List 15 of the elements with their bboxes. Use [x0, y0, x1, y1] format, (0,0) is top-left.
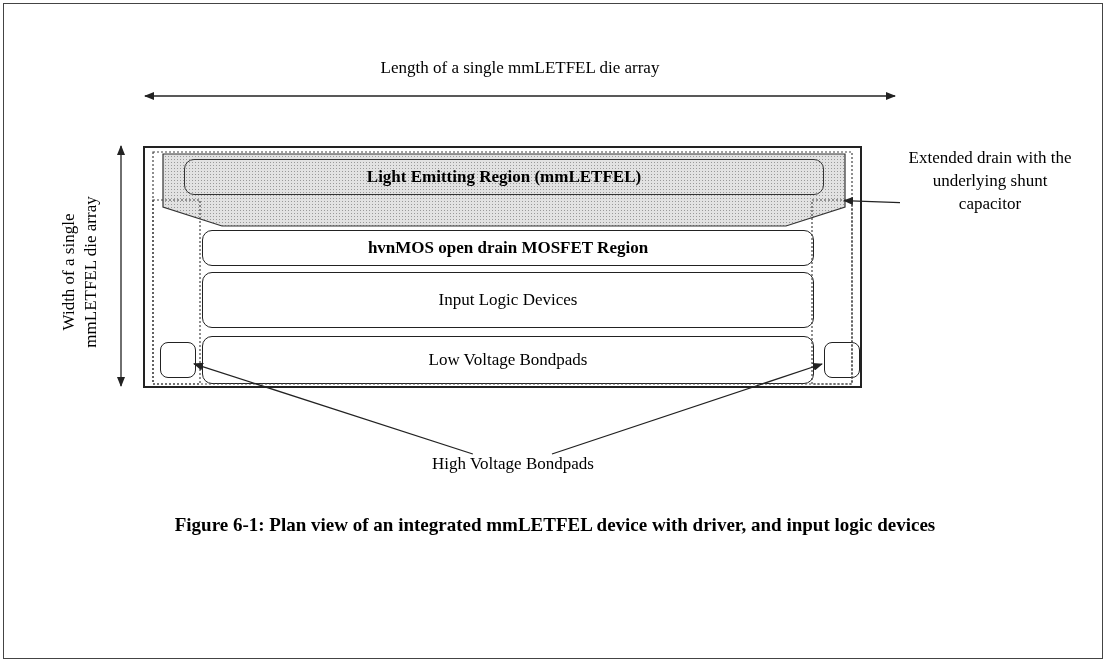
region-box: Light Emitting Region (mmLETFEL) [184, 159, 824, 195]
bondpad [160, 342, 196, 378]
leader-line [193, 362, 474, 455]
leader-line [551, 363, 823, 455]
callout-text: High Voltage Bondpads [388, 454, 638, 480]
region-box: hvnMOS open drain MOSFET Region [202, 230, 814, 266]
region-box: Input Logic Devices [202, 272, 814, 328]
region-box: Low Voltage Bondpads [202, 336, 814, 384]
annotation-text: Extended drain with the underlying shunt capacitor [900, 146, 1080, 266]
dimension-label: Length of a single mmLETFEL die array [379, 58, 661, 78]
dimension-label: Width of a single mmLETFEL die array [58, 195, 101, 350]
figure-caption: Figure 6-1: Plan view of an integrated mmLETFEL device with driver, and input logic devices [173, 513, 937, 537]
extended-drain-region [162, 153, 846, 227]
bondpad [824, 342, 860, 378]
leader-line [843, 196, 901, 205]
